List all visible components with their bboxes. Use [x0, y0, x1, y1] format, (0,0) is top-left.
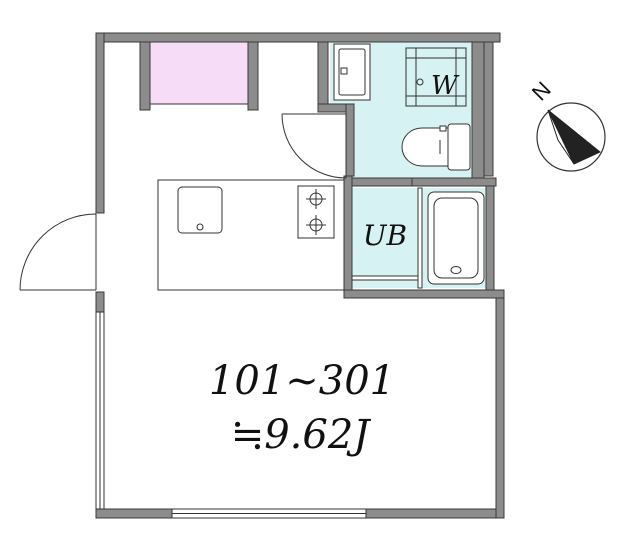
windows [95, 311, 367, 519]
bath-divider [417, 187, 423, 289]
closet [149, 41, 249, 105]
kitchen-sink [177, 186, 223, 234]
walls [95, 32, 505, 519]
compass: N [527, 77, 606, 172]
toilet-door [281, 113, 347, 179]
room-area: ≒9.62J [231, 412, 372, 458]
bathtub [427, 191, 485, 285]
bath-label: UB [363, 219, 407, 252]
washbasin [333, 43, 371, 101]
washer-space [405, 47, 467, 107]
toilet [401, 123, 471, 171]
north-label: N [527, 77, 556, 106]
entrance-door [19, 213, 97, 291]
bath-door-sill [351, 275, 419, 281]
unit-number: 101~301 [209, 358, 395, 404]
washer-label: W [431, 71, 460, 101]
kitchen-counter [157, 179, 345, 291]
